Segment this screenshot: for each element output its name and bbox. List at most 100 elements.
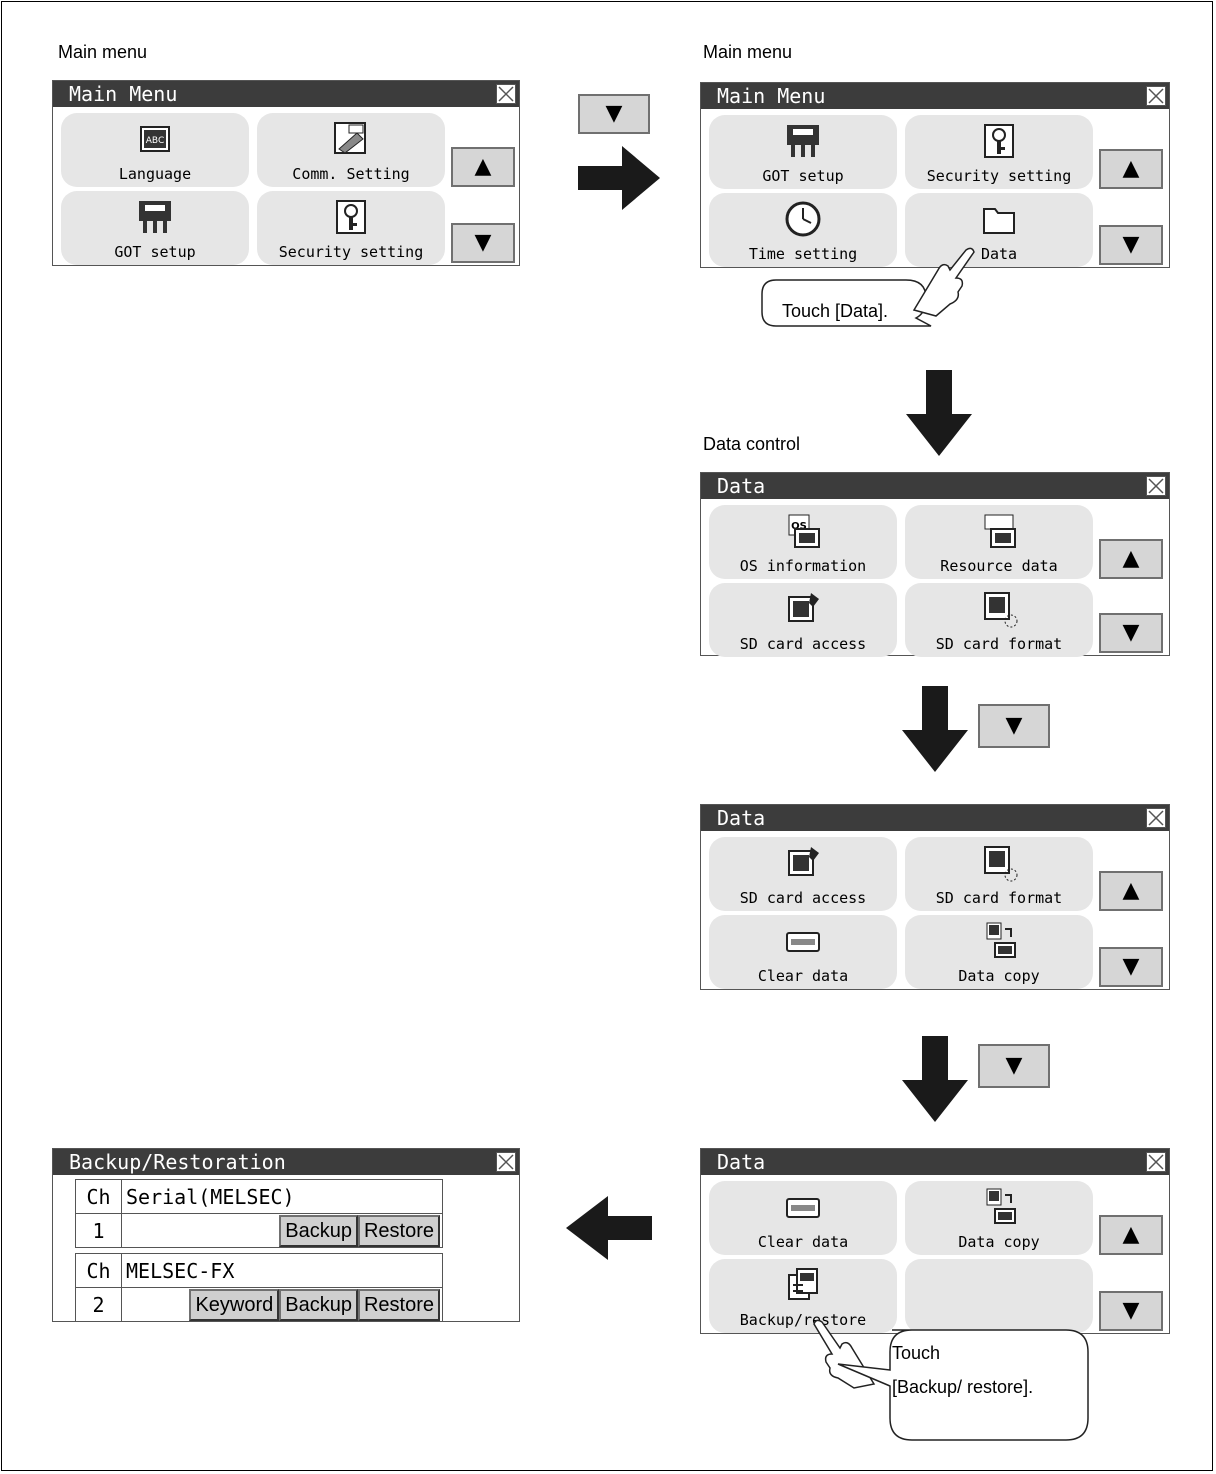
- data-panel-1: Data OS OS information Resource data SD …: [700, 472, 1170, 657]
- sd-card-format-button[interactable]: SD card format: [905, 837, 1093, 911]
- ch-header: Ch: [75, 1253, 122, 1288]
- resource-data-icon: [979, 511, 1019, 551]
- data-button[interactable]: Data: [905, 193, 1093, 267]
- svg-text:OS: OS: [791, 521, 807, 532]
- backup-restoration-panel: Backup/Restoration Ch Serial(MELSEC) 1 B…: [52, 1148, 520, 1322]
- close-button[interactable]: [1146, 808, 1166, 828]
- up-arrow-icon: ▲: [1122, 156, 1140, 181]
- touch-backup-text-line2: [Backup/ restore].: [892, 1377, 1034, 1397]
- clear-data-icon: [783, 921, 823, 961]
- key-icon: [331, 197, 371, 237]
- security-setting-label: Security setting: [926, 167, 1072, 185]
- channel-number: 1: [75, 1213, 122, 1248]
- backup-restore-button[interactable]: Backup/restore: [709, 1259, 897, 1333]
- backup-restore-icon: [783, 1265, 823, 1305]
- scroll-down-button[interactable]: ▼: [1099, 613, 1163, 653]
- svg-text:ABC: ABC: [146, 136, 164, 146]
- down-button-indicator[interactable]: ▼: [978, 1044, 1050, 1088]
- down-arrow-icon: ▼: [1122, 1298, 1140, 1323]
- resource-data-button[interactable]: Resource data: [905, 505, 1093, 579]
- sd-card-access-icon: [783, 589, 823, 629]
- os-information-button[interactable]: OS OS information: [709, 505, 897, 579]
- scroll-down-button[interactable]: ▼: [1099, 1291, 1163, 1331]
- down-arrow-icon: ▼: [1005, 713, 1023, 738]
- security-setting-button[interactable]: Security setting: [257, 191, 445, 265]
- restore-button[interactable]: Restore: [357, 1214, 440, 1247]
- clock-icon: [783, 199, 823, 239]
- got-setup-icon: [135, 197, 175, 237]
- close-button[interactable]: [1146, 1152, 1166, 1172]
- scroll-up-button[interactable]: ▲: [1099, 871, 1163, 911]
- touch-data-text: Touch [Data].: [782, 301, 889, 321]
- backup-restore-label: Backup/restore: [739, 1311, 867, 1329]
- backup-button[interactable]: Backup: [279, 1288, 358, 1321]
- language-button[interactable]: ABC Language: [61, 113, 249, 187]
- sd-card-access-button[interactable]: SD card access: [709, 583, 897, 657]
- panel-title: Data: [701, 1149, 1169, 1175]
- scroll-up-button[interactable]: ▲: [451, 147, 515, 187]
- scroll-up-button[interactable]: ▲: [1099, 1215, 1163, 1255]
- data-copy-button[interactable]: Data copy: [905, 1181, 1093, 1255]
- scroll-up-button[interactable]: ▲: [1099, 539, 1163, 579]
- left-arrow-icon: [566, 1196, 652, 1260]
- data-copy-icon: [979, 921, 1019, 961]
- close-icon: [1148, 1154, 1164, 1170]
- ch-header: Ch: [75, 1179, 122, 1214]
- data-panel-2: Data SD card access SD card format Clear…: [700, 804, 1170, 990]
- down-button-indicator[interactable]: ▼: [978, 704, 1050, 748]
- got-setup-button[interactable]: GOT setup: [61, 191, 249, 265]
- caption-data-control: Data control: [703, 434, 801, 454]
- data-copy-label: Data copy: [958, 1233, 1040, 1251]
- panel-title: Data: [701, 473, 1169, 499]
- up-arrow-icon: ▲: [1122, 1222, 1140, 1247]
- close-button[interactable]: [496, 1152, 516, 1172]
- restore-button[interactable]: Restore: [357, 1288, 440, 1321]
- touch-backup-text-line1: Touch: [892, 1343, 941, 1363]
- security-setting-label: Security setting: [278, 243, 424, 261]
- scroll-up-button[interactable]: ▲: [1099, 149, 1163, 189]
- panel-title: Main Menu: [701, 83, 1169, 109]
- data-panel-3: Data Clear data Data copy Backup/restore…: [700, 1148, 1170, 1334]
- security-setting-button[interactable]: Security setting: [905, 115, 1093, 189]
- close-button[interactable]: [1146, 476, 1166, 496]
- panel-title: Backup/Restoration: [53, 1149, 519, 1175]
- speech-balloon: [761, 279, 932, 327]
- down-button-indicator[interactable]: ▼: [578, 94, 650, 134]
- down-arrow-icon: [902, 1036, 968, 1122]
- channel-name: MELSEC-FX: [121, 1253, 443, 1288]
- sd-card-format-icon: [979, 843, 1019, 883]
- key-icon: [979, 121, 1019, 161]
- scroll-down-button[interactable]: ▼: [1099, 225, 1163, 265]
- down-arrow-icon: ▼: [1122, 232, 1140, 257]
- caption-main-menu-1: Main menu: [58, 42, 148, 62]
- close-button[interactable]: [1146, 86, 1166, 106]
- scroll-down-button[interactable]: ▼: [1099, 947, 1163, 987]
- got-setup-label: GOT setup: [114, 243, 196, 261]
- data-copy-button[interactable]: Data copy: [905, 915, 1093, 989]
- down-arrow-icon: [902, 686, 968, 772]
- sd-card-format-label: SD card format: [935, 889, 1063, 907]
- panel-title: Main Menu: [53, 81, 519, 107]
- down-arrow-icon: ▼: [474, 230, 492, 255]
- backup-button[interactable]: Backup: [279, 1214, 358, 1247]
- scroll-down-button[interactable]: ▼: [451, 223, 515, 263]
- clear-data-icon: [783, 1187, 823, 1227]
- sd-card-access-button[interactable]: SD card access: [709, 837, 897, 911]
- main-menu-panel-1: Main Menu ABC Language Comm. Setting GOT…: [52, 80, 520, 266]
- data-copy-label: Data copy: [958, 967, 1040, 985]
- keyword-button[interactable]: Keyword: [189, 1288, 280, 1321]
- panel-title: Data: [701, 805, 1169, 831]
- down-arrow-icon: ▼: [1122, 954, 1140, 979]
- got-setup-button[interactable]: GOT setup: [709, 115, 897, 189]
- close-button[interactable]: [496, 84, 516, 104]
- up-arrow-icon: ▲: [1122, 546, 1140, 571]
- comm-setting-button[interactable]: Comm. Setting: [257, 113, 445, 187]
- sd-card-format-icon: [979, 589, 1019, 629]
- clear-data-button[interactable]: Clear data: [709, 915, 897, 989]
- main-menu-panel-2: Main Menu GOT setup Security setting Tim…: [700, 82, 1170, 268]
- sd-card-format-button[interactable]: SD card format: [905, 583, 1093, 657]
- up-arrow-icon: ▲: [1122, 878, 1140, 903]
- time-setting-button[interactable]: Time setting: [709, 193, 897, 267]
- clear-data-label: Clear data: [757, 1233, 849, 1251]
- clear-data-button[interactable]: Clear data: [709, 1181, 897, 1255]
